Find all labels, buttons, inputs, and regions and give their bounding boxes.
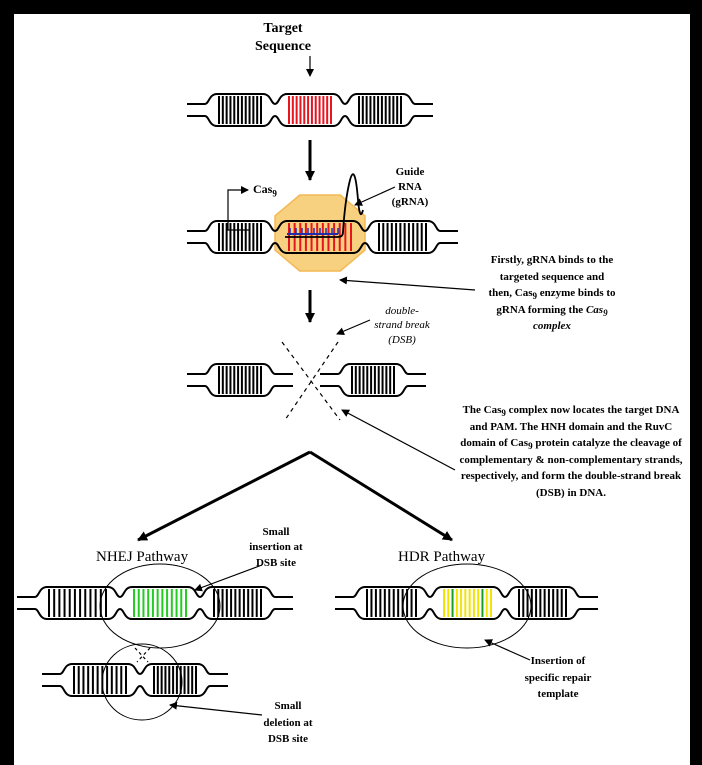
nhej-pathway-label: NHEJ Pathway — [96, 549, 189, 565]
grna-loop — [285, 173, 364, 238]
cleaved-dna-right — [320, 363, 426, 397]
hdr-dna — [335, 586, 598, 620]
hdr-pathway-label: HDR Pathway — [398, 549, 486, 565]
cleaved-dna-right-tail — [408, 373, 426, 387]
cas9-bound-dna-segment-backbone — [364, 220, 441, 254]
nhej-dna — [17, 586, 293, 620]
cleaved-dna-right-segment-backbone — [337, 363, 409, 397]
hdr-dna-segment-backbone — [504, 586, 581, 620]
insertion-pointer — [194, 564, 263, 592]
cas9-label: Cas9 — [253, 182, 277, 199]
target-dna — [187, 93, 433, 127]
nhej-dna-segment-backbone — [34, 586, 121, 620]
deletion-dna-segment-backbone — [59, 663, 141, 697]
hdr-dna-tail — [580, 596, 598, 610]
target-dna-tail — [187, 103, 205, 117]
deletion-mark-b — [136, 647, 151, 663]
nhej-dna-segment-backbone — [199, 586, 276, 620]
hdr-dna-segment-backbone — [352, 586, 431, 620]
cas9-bound-dna-segment-backbone — [204, 220, 276, 254]
cleaved-dna-right-tail — [320, 373, 338, 387]
target-dna-tail — [415, 103, 433, 117]
nhej-branch-arrow — [137, 450, 311, 542]
deletion-dna — [42, 663, 228, 697]
insertion-circle — [99, 563, 221, 649]
cleaved-dna-left-segment-backbone — [204, 363, 276, 397]
dsb-cut-a — [281, 341, 341, 421]
cas9-bound-dna-tail — [187, 230, 205, 244]
nhej-dna-segment-backbone — [119, 586, 201, 620]
target-dna-segment-backbone — [344, 93, 416, 127]
deletion-mark-a — [134, 647, 149, 663]
hdr-branch-arrow — [309, 450, 453, 542]
deletion-dna-tail — [42, 673, 60, 687]
deletion-pointer — [169, 701, 263, 716]
step2-pointer — [341, 409, 456, 471]
deletion-dna-tail — [210, 673, 228, 687]
deletion-circle — [101, 643, 183, 721]
nhej-dna-tail — [275, 596, 293, 610]
cleaved-dna-left-tail — [187, 373, 205, 387]
step1-description: Firstly, gRNA binds to the targeted sequ… — [488, 254, 616, 332]
target-dna-segment-backbone — [204, 93, 276, 127]
target-dna-segment-backbone — [274, 93, 346, 127]
nhej-dna-tail — [17, 596, 35, 610]
grna-strand — [285, 173, 364, 238]
dsb-label: double-strand break(DSB) — [374, 305, 430, 346]
template-circle — [402, 563, 532, 649]
cas9-bound-dna-segment-backbone — [274, 220, 366, 254]
cleaved-dna-left — [187, 363, 293, 397]
guide-rna-pointer — [354, 186, 396, 206]
cas9-bound-dna-tail — [440, 230, 458, 244]
step2-description: The Cas9 complex now locates the target … — [459, 404, 683, 499]
step1-pointer — [339, 276, 476, 291]
hdr-dna-segment-backbone — [429, 586, 506, 620]
template-pointer — [484, 639, 531, 661]
deletion-dna-segment-backbone — [139, 663, 211, 697]
cas9-label-arrow — [227, 186, 250, 231]
dsb-pointer — [336, 319, 371, 335]
hdr-dna-tail — [335, 596, 353, 610]
cleaved-dna-left-tail — [275, 373, 293, 387]
